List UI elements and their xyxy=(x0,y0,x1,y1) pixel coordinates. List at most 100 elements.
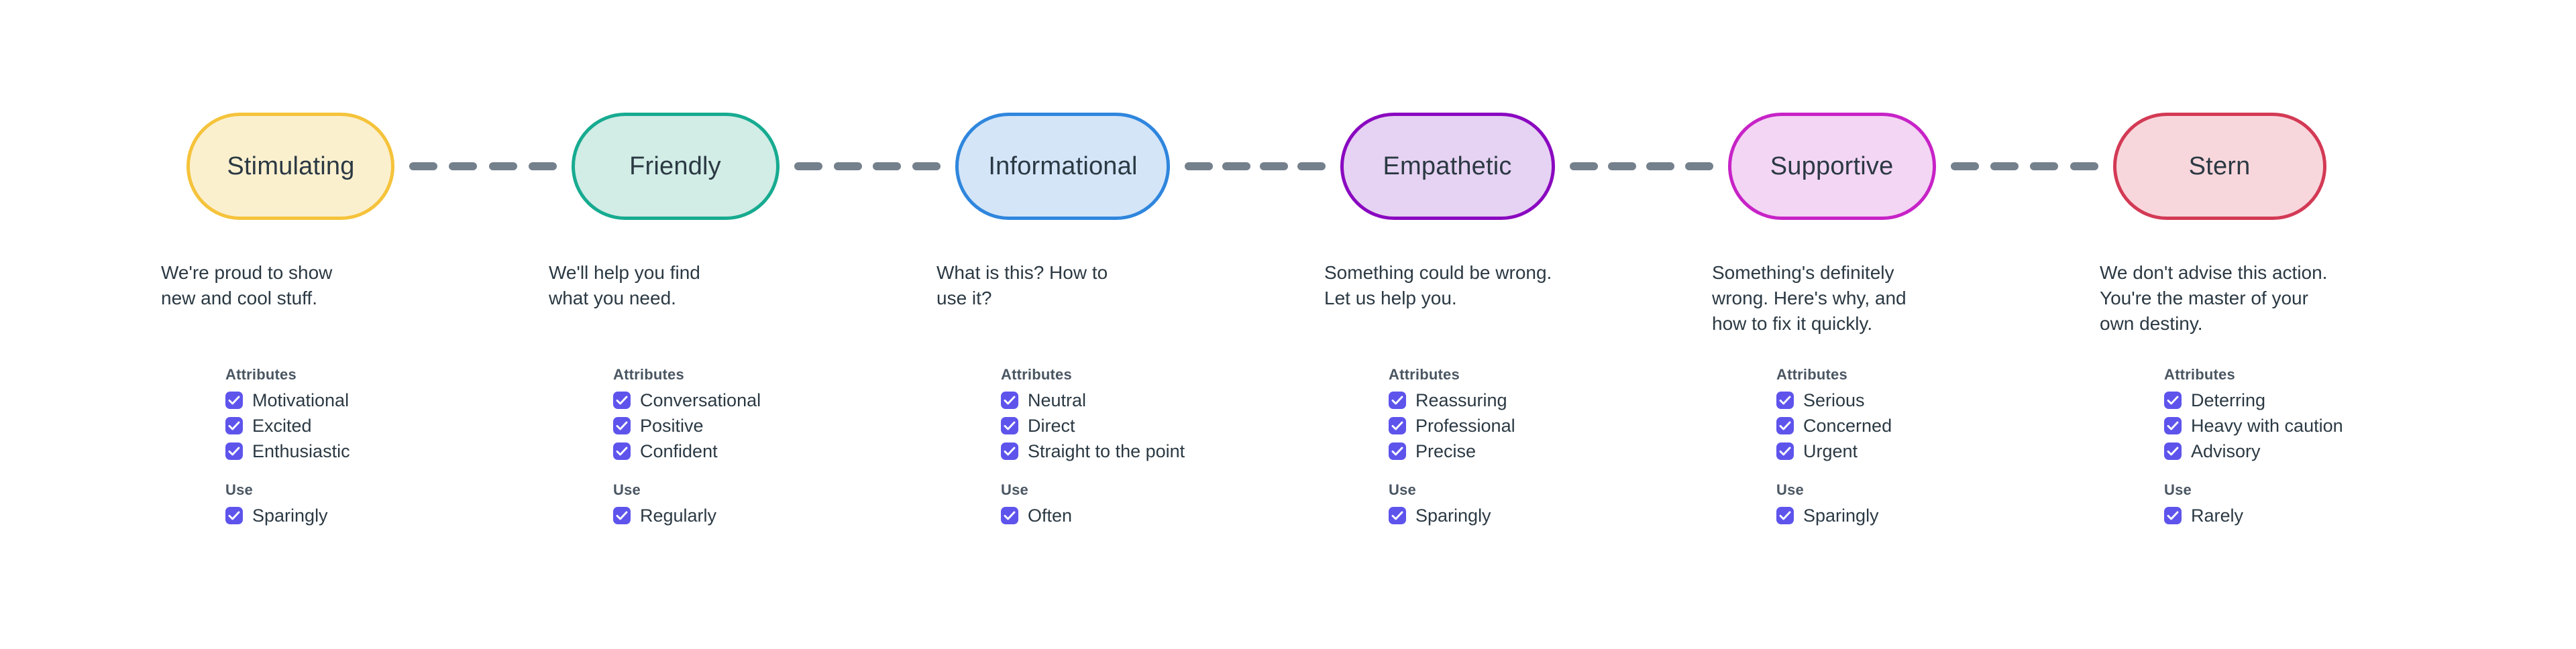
attributes-heading: Attributes xyxy=(613,366,684,383)
checkbox-row[interactable]: Neutral xyxy=(1001,388,1299,413)
checkbox-checked-icon[interactable] xyxy=(1776,507,1794,524)
tone-column-stern: We don't advise this action. You're the … xyxy=(2100,260,2462,528)
tone-pill-label: Informational xyxy=(988,152,1138,180)
checkbox-row[interactable]: Sparingly xyxy=(1776,503,2074,528)
checkbox-row[interactable]: Rarely xyxy=(2164,503,2462,528)
connector-dash xyxy=(449,162,478,170)
checkbox-checked-icon[interactable] xyxy=(613,417,631,434)
checkbox-checked-icon[interactable] xyxy=(2164,507,2182,524)
checkbox-checked-icon[interactable] xyxy=(225,507,243,524)
connector-dash xyxy=(488,162,517,170)
checkbox-label: Professional xyxy=(1415,416,1515,436)
checkbox-label: Motivational xyxy=(252,390,350,410)
checkbox-checked-icon[interactable] xyxy=(225,392,243,409)
checkbox-checked-icon[interactable] xyxy=(2164,442,2182,460)
checkbox-row[interactable]: Professional xyxy=(1389,413,1686,438)
tone-pill-informational[interactable]: Informational xyxy=(955,113,1171,220)
checkbox-label: Urgent xyxy=(1803,441,1858,461)
use-heading: Use xyxy=(613,481,641,498)
use-heading: Use xyxy=(1389,481,1416,498)
tone-connector-3 xyxy=(1185,162,1326,170)
checkbox-row[interactable]: Excited xyxy=(225,413,523,438)
group-spacer xyxy=(613,464,911,481)
tone-description: We don't advise this action. You're the … xyxy=(2100,262,2328,334)
checkbox-checked-icon[interactable] xyxy=(1001,442,1018,460)
tone-connector-2 xyxy=(794,162,941,170)
checkbox-checked-icon[interactable] xyxy=(1389,417,1406,434)
use-heading: Use xyxy=(1776,481,1804,498)
checkbox-row[interactable]: Serious xyxy=(1776,388,2074,413)
connector-dash xyxy=(1569,162,1598,170)
tone-pill-stimulating[interactable]: Stimulating xyxy=(186,113,395,220)
group-spacer xyxy=(1001,464,1299,481)
checkbox-checked-icon[interactable] xyxy=(613,442,631,460)
checkbox-label: Reassuring xyxy=(1415,390,1507,410)
checkbox-row[interactable]: Deterring xyxy=(2164,388,2462,413)
checkbox-label: Regularly xyxy=(640,506,717,526)
connector-dash xyxy=(1646,162,1675,170)
checkbox-checked-icon[interactable] xyxy=(1776,442,1794,460)
connector-dash xyxy=(1222,162,1251,170)
checkbox-label: Sparingly xyxy=(1803,506,1879,526)
tone-pill-label: Empathetic xyxy=(1383,152,1512,180)
checkbox-row[interactable]: Often xyxy=(1001,503,1299,528)
checkbox-label: Deterring xyxy=(2191,390,2266,410)
tone-column-empathetic: Something could be wrong. Let us help yo… xyxy=(1324,260,1686,528)
checkbox-label: Concerned xyxy=(1803,416,1892,436)
checkbox-checked-icon[interactable] xyxy=(2164,417,2182,434)
connector-dash xyxy=(1259,162,1288,170)
checkbox-label: Confident xyxy=(640,441,718,461)
checkbox-checked-icon[interactable] xyxy=(1389,392,1406,409)
tone-description: What is this? How to use it? xyxy=(936,262,1108,308)
checkbox-label: Direct xyxy=(1028,416,1075,436)
checkbox-label: Precise xyxy=(1415,441,1477,461)
checkbox-label: Often xyxy=(1028,506,1073,526)
checkbox-label: Rarely xyxy=(2191,506,2244,526)
checkbox-row[interactable]: Reassuring xyxy=(1389,388,1686,413)
checkbox-checked-icon[interactable] xyxy=(1001,507,1018,524)
checkbox-row[interactable]: Enthusiastic xyxy=(225,438,523,464)
use-heading: Use xyxy=(1001,481,1028,498)
checkbox-checked-icon[interactable] xyxy=(1389,442,1406,460)
checkbox-row[interactable]: Sparingly xyxy=(225,503,523,528)
checkbox-row[interactable]: Concerned xyxy=(1776,413,2074,438)
checkbox-label: Heavy with caution xyxy=(2191,416,2343,436)
tone-pill-friendly[interactable]: Friendly xyxy=(571,113,780,220)
checkbox-row[interactable]: Direct xyxy=(1001,413,1299,438)
tone-pill-label: Supportive xyxy=(1770,152,1894,180)
checkbox-row[interactable]: Urgent xyxy=(1776,438,2074,464)
connector-dash xyxy=(409,162,438,170)
checkbox-checked-icon[interactable] xyxy=(1001,417,1018,434)
checkbox-checked-icon[interactable] xyxy=(1776,417,1794,434)
checkbox-row[interactable]: Precise xyxy=(1389,438,1686,464)
checkbox-checked-icon[interactable] xyxy=(1389,507,1406,524)
checkbox-row[interactable]: Advisory xyxy=(2164,438,2462,464)
checkbox-row[interactable]: Positive xyxy=(613,413,911,438)
tone-pill-supportive[interactable]: Supportive xyxy=(1727,113,1936,220)
checkbox-checked-icon[interactable] xyxy=(613,507,631,524)
checkbox-checked-icon[interactable] xyxy=(2164,392,2182,409)
tone-column-friendly: We'll help you find what you need. Attrib… xyxy=(549,260,911,528)
checkbox-row[interactable]: Sparingly xyxy=(1389,503,1686,528)
checkbox-label: Advisory xyxy=(2191,441,2261,461)
tone-pill-empathetic[interactable]: Empathetic xyxy=(1340,113,1555,220)
checkbox-row[interactable]: Conversational xyxy=(613,388,911,413)
checkbox-row[interactable]: Straight to the point xyxy=(1001,438,1299,464)
checkbox-label: Sparingly xyxy=(252,506,328,526)
checkbox-row[interactable]: Motivational xyxy=(225,388,523,413)
tone-description: We're proud to show new and cool stuff. xyxy=(161,262,333,308)
tone-pill-stern[interactable]: Stern xyxy=(2112,113,2326,220)
checkbox-checked-icon[interactable] xyxy=(1776,392,1794,409)
checkbox-checked-icon[interactable] xyxy=(1001,392,1018,409)
checkbox-row[interactable]: Regularly xyxy=(613,503,911,528)
checkbox-row[interactable]: Heavy with caution xyxy=(2164,413,2462,438)
tone-connector-4 xyxy=(1569,162,1713,170)
checkbox-label: Excited xyxy=(252,416,312,436)
checkbox-checked-icon[interactable] xyxy=(225,417,243,434)
checkbox-checked-icon[interactable] xyxy=(225,442,243,460)
checkbox-row[interactable]: Confident xyxy=(613,438,911,464)
tone-description: We'll help you find what you need. xyxy=(549,262,700,308)
checkbox-checked-icon[interactable] xyxy=(613,392,631,409)
group-spacer xyxy=(225,464,523,481)
